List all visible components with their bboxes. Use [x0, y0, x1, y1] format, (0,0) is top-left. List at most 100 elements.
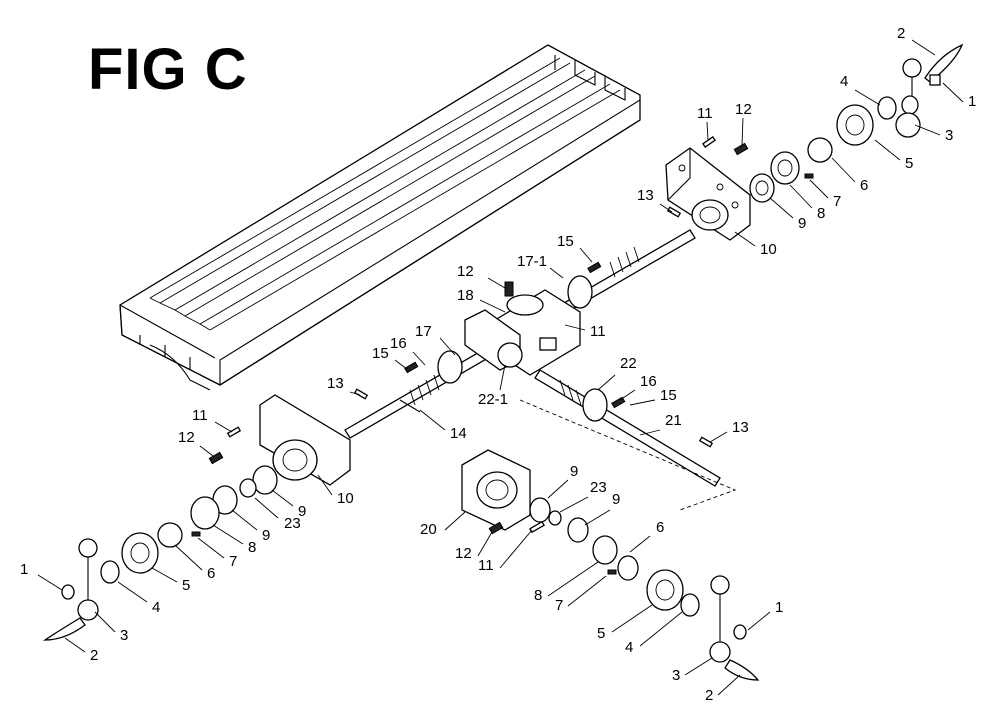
callout-leader [444, 511, 466, 531]
callout-leader [639, 429, 661, 436]
callout-leader [874, 139, 901, 161]
callout-leader [741, 117, 744, 146]
callout-leader [412, 351, 426, 366]
callout-leader [394, 359, 409, 371]
callout-leader [231, 509, 258, 531]
callout-leader [709, 431, 728, 443]
callout-leader [629, 535, 651, 553]
callout-label: 11 [478, 557, 494, 574]
callout-label: 17 [415, 323, 432, 340]
callout-leader [547, 479, 569, 499]
callout-label: 5 [597, 625, 605, 642]
callout-label: 11 [697, 105, 713, 122]
callout-leader [37, 574, 63, 591]
callout-leader [151, 567, 178, 583]
callout-label: 18 [457, 287, 474, 304]
callout-label: 9 [798, 215, 806, 232]
callout-leader [212, 524, 244, 545]
callout-label: 11 [590, 323, 606, 340]
callout-leader [214, 421, 233, 433]
callout-label: 7 [555, 597, 563, 614]
callout-leader [479, 299, 506, 313]
callout-label: 6 [656, 519, 664, 536]
callout-leader [942, 82, 964, 103]
callout-label: 6 [860, 177, 868, 194]
callout-leader [831, 157, 856, 183]
callout-leader [197, 537, 225, 559]
callout-leader [254, 497, 279, 519]
callout-label: 4 [840, 73, 848, 90]
callout-leader [174, 544, 203, 571]
callout-label: 9 [298, 503, 306, 520]
callout-leader [854, 89, 881, 106]
callout-label: 3 [945, 127, 953, 144]
callout-label: 15 [660, 387, 677, 404]
callout-leader [94, 611, 116, 633]
callout-leader [584, 509, 611, 526]
callout-label: 2 [90, 647, 98, 664]
callout-leader [559, 496, 589, 513]
callout-leader [619, 389, 636, 401]
callout-leader [349, 391, 361, 396]
callout-leader [271, 489, 294, 507]
callout-leader [499, 529, 533, 569]
callout-label: 13 [732, 419, 749, 436]
callout-leader [64, 637, 86, 653]
callout-leader [684, 657, 713, 676]
callout-label: 13 [637, 187, 654, 204]
callout-label: 8 [248, 539, 256, 556]
callout-label: 11 [192, 407, 208, 424]
callout-label: 5 [182, 577, 190, 594]
callout-label: 23 [590, 479, 607, 496]
callout-label: 17-1 [517, 253, 547, 270]
callout-label: 16 [390, 335, 407, 352]
bracket-right [665, 147, 751, 241]
callout-label: 15 [557, 233, 574, 250]
callout-label: 12 [457, 263, 474, 280]
callout-label: 7 [229, 553, 237, 570]
callout-label: 1 [20, 561, 28, 578]
left-assembly [42, 394, 351, 641]
callout-label: 15 [372, 345, 389, 362]
callout-label: 12 [735, 101, 752, 118]
callout-label: 2 [897, 25, 905, 42]
callout-leader [199, 445, 214, 457]
callout-label: 16 [640, 373, 657, 390]
callout-leader [717, 674, 741, 696]
callout-leader [659, 203, 673, 213]
callout-leader [317, 474, 333, 496]
callout-leader [477, 531, 493, 557]
callout-leader [419, 409, 446, 431]
callout-leader [914, 124, 941, 136]
callout-leader [769, 197, 794, 219]
callout-leader [117, 581, 148, 603]
callout-leader [567, 575, 607, 607]
callout-label: 4 [152, 599, 160, 616]
callout-leader [487, 277, 506, 289]
callout-label: 13 [327, 375, 344, 392]
callout-leader [809, 179, 829, 199]
callout-leader [549, 267, 564, 279]
callout-leader [439, 337, 456, 356]
callout-label: 8 [817, 205, 825, 222]
callout-label: 3 [120, 627, 128, 644]
work-table [119, 44, 641, 391]
callout-label: 2 [705, 687, 713, 704]
callout-leader [564, 324, 586, 331]
callout-leader [639, 611, 683, 647]
bottom-assembly [461, 449, 760, 681]
callout-label: 5 [905, 155, 913, 172]
right-hardware [702, 43, 964, 203]
callout-label: 12 [455, 545, 472, 562]
callout-leader [629, 399, 656, 406]
callout-label: 14 [450, 425, 467, 442]
callout-label: 8 [534, 587, 542, 604]
callout-leader [499, 364, 506, 391]
callout-label: 22-1 [478, 391, 508, 408]
figure-title: FIG C [88, 37, 248, 102]
callout-label: 22 [620, 355, 637, 372]
callout-label: 7 [833, 193, 841, 210]
callout-label: 4 [625, 639, 633, 656]
